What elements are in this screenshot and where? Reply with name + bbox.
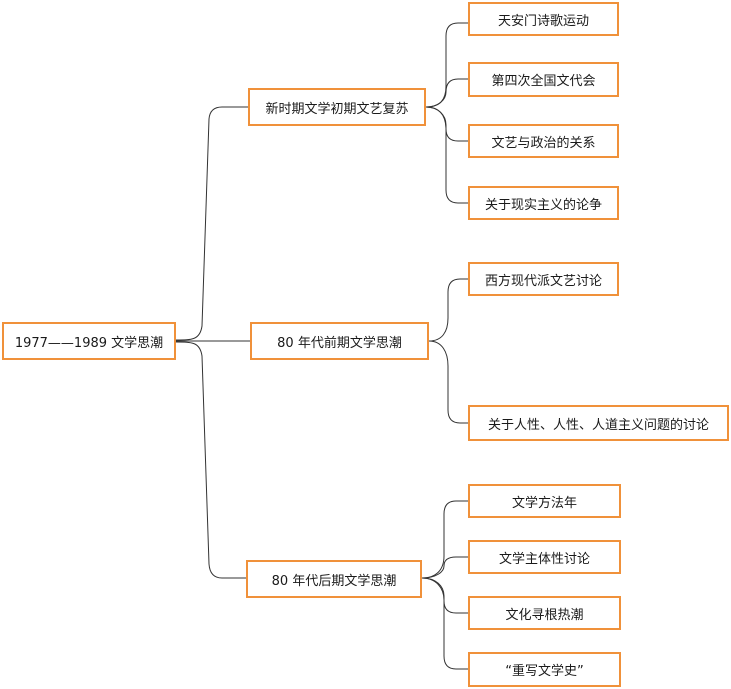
- connector-b2-c2: [428, 340, 468, 424]
- subtopic-methodology-year[interactable]: 文学方法年: [468, 484, 621, 518]
- connector-b1-c3: [425, 106, 468, 142]
- branch-topic-late-80s[interactable]: 80 年代后期文学思潮: [246, 560, 422, 598]
- connector-b3-c3: [421, 577, 468, 614]
- subtopic-art-politics[interactable]: 文艺与政治的关系: [468, 124, 619, 158]
- connector-b3-c2: [421, 556, 468, 579]
- connector-b2-c1: [428, 278, 468, 342]
- connector-b3-c4: [421, 577, 468, 670]
- subtopic-western-modernism[interactable]: 西方现代派文艺讨论: [468, 262, 619, 296]
- branch-topic-early-80s[interactable]: 80 年代前期文学思潮: [250, 322, 429, 360]
- subtopic-tiananmen-poetry[interactable]: 天安门诗歌运动: [468, 2, 619, 36]
- connector-root-b1: [175, 106, 248, 341]
- subtopic-realism-debate[interactable]: 关于现实主义的论争: [468, 186, 619, 220]
- connector-b1-c1: [425, 22, 468, 108]
- branch-topic-early-revival[interactable]: 新时期文学初期文艺复苏: [248, 88, 426, 126]
- subtopic-fourth-congress[interactable]: 第四次全国文代会: [468, 62, 619, 97]
- root-topic[interactable]: 1977——1989 文学思潮: [2, 322, 176, 360]
- subtopic-rewriting-history[interactable]: “重写文学史”: [468, 652, 621, 687]
- subtopic-humanism-debate[interactable]: 关于人性、人性、人道主义问题的讨论: [468, 405, 729, 441]
- connector-b1-c2: [425, 78, 468, 108]
- subtopic-subjectivity[interactable]: 文学主体性讨论: [468, 540, 621, 574]
- connector-root-b3: [175, 341, 246, 579]
- connector-b3-c1: [421, 500, 468, 579]
- subtopic-root-seeking[interactable]: 文化寻根热潮: [468, 596, 621, 630]
- connector-b1-c4: [425, 106, 468, 204]
